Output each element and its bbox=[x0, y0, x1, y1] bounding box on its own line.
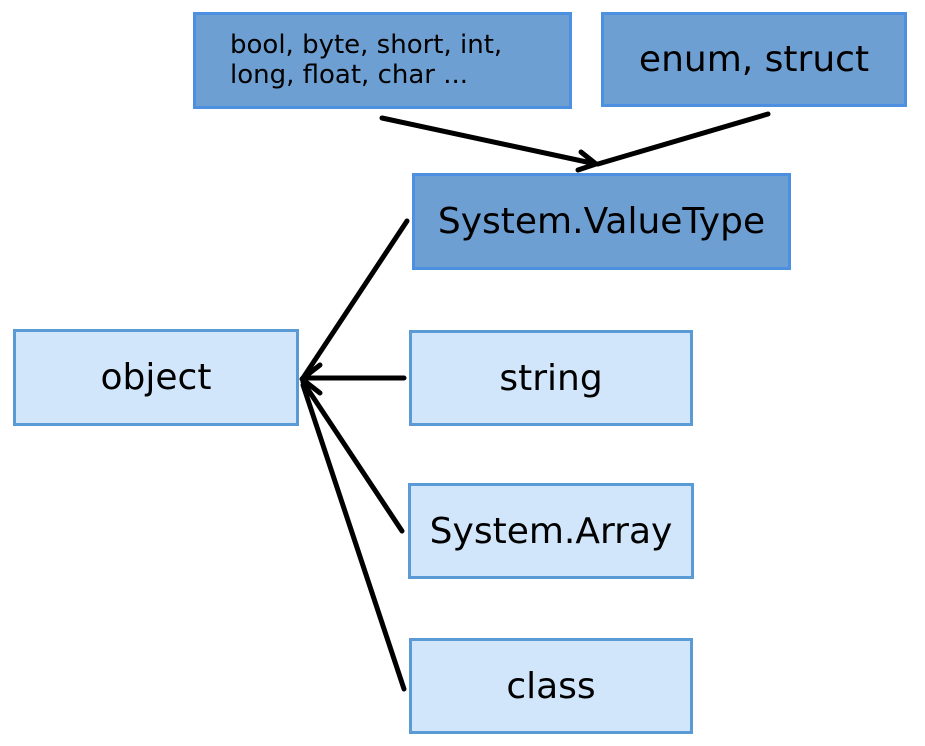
array-box: System.Array bbox=[408, 483, 694, 579]
class-box: class bbox=[409, 638, 693, 734]
array-label: System.Array bbox=[429, 510, 673, 552]
arrow-primitives-to-valuetype bbox=[379, 115, 599, 173]
object-box: object bbox=[13, 329, 299, 426]
primitives-line-2: long, float, char ... bbox=[230, 59, 469, 90]
enum-struct-box: enum, struct bbox=[601, 12, 907, 107]
arrow-enum-struct-to-valuetype bbox=[595, 111, 771, 167]
valuetype-box: System.ValueType bbox=[412, 173, 791, 270]
primitives-line-1: bool, byte, short, int, bbox=[230, 29, 503, 60]
string-box: string bbox=[409, 330, 693, 426]
object-label: object bbox=[100, 357, 212, 398]
arrow-array-to-object bbox=[300, 379, 405, 534]
class-label: class bbox=[506, 665, 596, 707]
valuetype-label: System.ValueType bbox=[437, 201, 766, 242]
enum-struct-label: enum, struct bbox=[638, 39, 870, 80]
arrowhead-object bbox=[299, 362, 323, 396]
primitives-box: bool, byte, short, int, long, float, cha… bbox=[193, 12, 572, 109]
arrow-class-to-object bbox=[300, 382, 407, 692]
arrow-valuetype-to-object bbox=[300, 218, 410, 381]
string-label: string bbox=[499, 357, 603, 399]
